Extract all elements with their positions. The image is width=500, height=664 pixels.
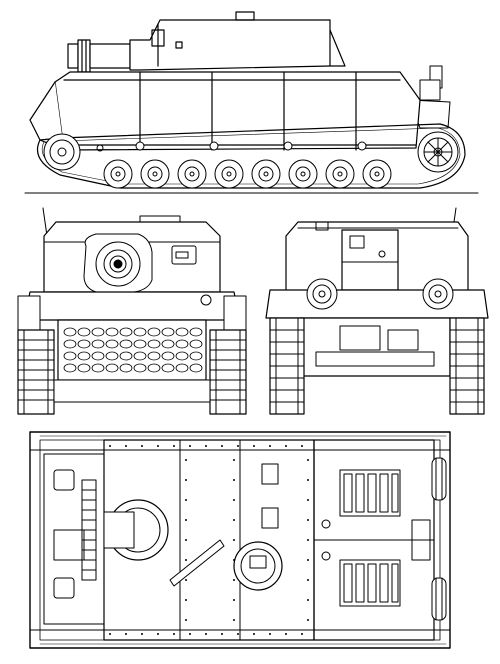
- rear-left-track: [269, 317, 305, 415]
- antenna: [42, 207, 48, 237]
- side-view: [24, 11, 479, 194]
- road-wheel: [288, 159, 318, 189]
- periscope: [261, 507, 279, 529]
- top-view: [29, 431, 451, 649]
- rivets: [109, 445, 309, 635]
- top-spare-wheel: [431, 577, 447, 621]
- gun-mantlet: [83, 233, 153, 293]
- rear-door: [341, 229, 399, 291]
- top-spare-wheel: [431, 457, 447, 501]
- aerial-bar: [169, 539, 225, 587]
- front-right-track: [209, 329, 247, 415]
- rear-spare-wheel: [422, 278, 454, 310]
- idler-wheel: [417, 131, 459, 173]
- rear-spare-wheel: [306, 278, 338, 310]
- road-wheel: [251, 159, 281, 189]
- front-left-track: [17, 329, 55, 415]
- superstructure: [129, 11, 346, 71]
- road-wheels: [103, 159, 392, 189]
- spare-track-links: [57, 319, 207, 381]
- engine-grille: [339, 469, 401, 517]
- rear-right-track: [449, 317, 485, 415]
- return-rollers: [135, 141, 367, 151]
- commander-hatch: [233, 541, 283, 591]
- top-gun-mantlet: [103, 499, 169, 561]
- road-wheel: [140, 159, 170, 189]
- periscope: [261, 463, 279, 485]
- road-wheel: [362, 159, 392, 189]
- road-wheel: [325, 159, 355, 189]
- gun-barrel: [67, 39, 131, 73]
- front-tool-rack: [43, 453, 105, 625]
- rear-equipment: [409, 65, 451, 129]
- hull-skirt: [54, 71, 421, 151]
- front-hull: [23, 291, 241, 321]
- road-wheel: [177, 159, 207, 189]
- driver-visor: [171, 245, 197, 265]
- front-view: [17, 207, 247, 415]
- top-track-edge: [39, 435, 447, 645]
- rear-view: [265, 207, 489, 415]
- drive-sprocket: [43, 133, 81, 171]
- road-wheel: [214, 159, 244, 189]
- side-hook: [96, 144, 104, 152]
- road-wheel: [103, 159, 133, 189]
- engine-grille: [339, 559, 401, 607]
